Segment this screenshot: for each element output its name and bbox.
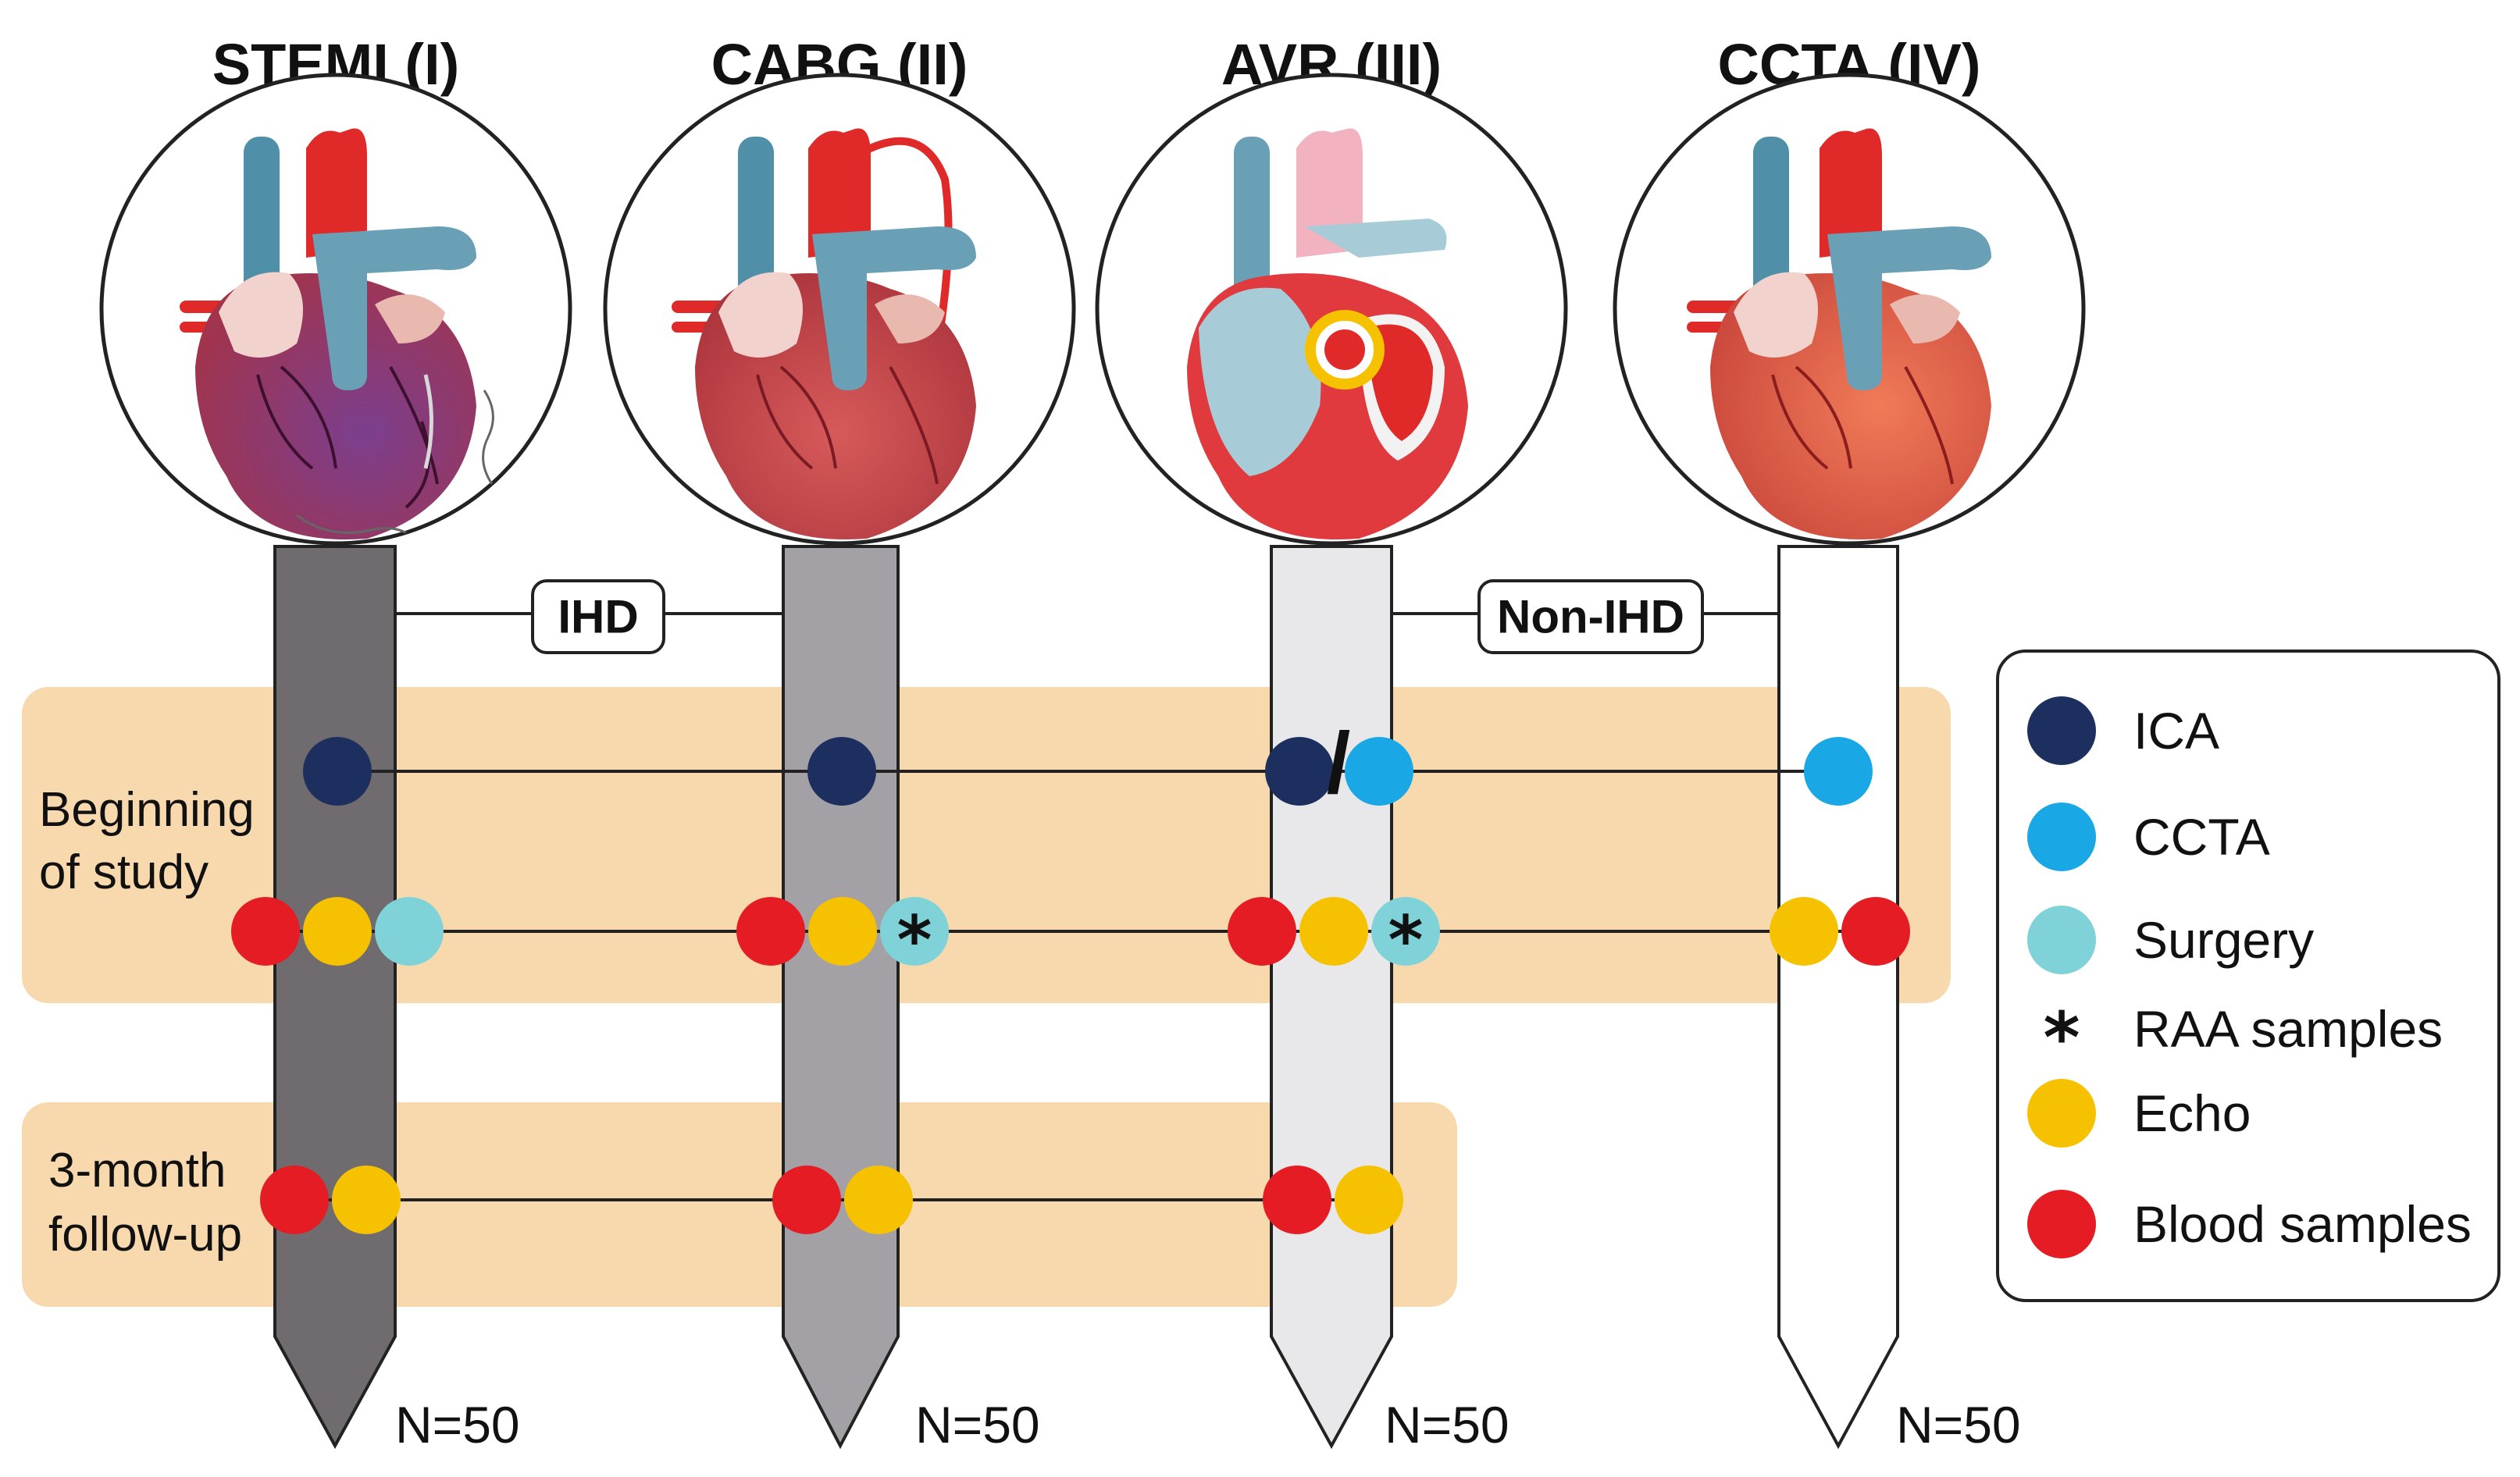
arm-ccta (1777, 545, 1899, 1450)
heart-illustration-avr (1095, 73, 1568, 546)
non-ihd-label-box (1477, 579, 1704, 654)
legend-ccta-label: CCTA (2133, 808, 2270, 866)
legend-surgery-label: Surgery (2133, 911, 2314, 969)
ica-marker-avr (1265, 737, 1334, 806)
n-label-stemi: N=50 (395, 1396, 520, 1454)
ccta-marker-avr (1345, 737, 1413, 806)
legend-raa-label: RAA samples (2133, 1000, 2443, 1058)
n-label-avr: N=50 (1385, 1396, 1510, 1454)
legend-ccta-swatch (2027, 803, 2096, 871)
legend-echo-swatch (2027, 1079, 2096, 1148)
blood-marker-stemi-followup (260, 1166, 329, 1234)
surgery-marker-cabg (880, 897, 949, 966)
echo-marker-cabg-followup (844, 1166, 913, 1234)
heart-illustration-stemi (99, 73, 572, 546)
ccta-marker-ccta (1804, 737, 1873, 806)
follow-up-label: 3-month follow-up (48, 1144, 242, 1262)
follow-up-band (22, 1102, 1457, 1307)
beginning-of-study-label: Beginning of study (39, 783, 268, 899)
heart-illustration-cabg (603, 73, 1076, 546)
blood-marker-cabg-baseline (736, 897, 805, 966)
legend-box (1996, 650, 2500, 1302)
heart-illustration-ccta (1613, 73, 2086, 546)
surgery-marker-avr (1371, 897, 1440, 966)
echo-marker-avr-followup (1335, 1166, 1403, 1234)
echo-marker-avr-baseline (1299, 897, 1368, 966)
legend-surgery-swatch (2027, 906, 2096, 974)
raa-marker-avr: * (1388, 902, 1424, 980)
blood-marker-avr-baseline (1228, 897, 1296, 966)
ica-marker-stemi (303, 737, 372, 806)
ihd-label: IHD (558, 591, 638, 643)
blood-marker-cabg-followup (772, 1166, 841, 1234)
ica-marker-cabg (807, 737, 876, 806)
legend-ica-swatch (2027, 696, 2096, 765)
raa-marker-cabg: * (897, 902, 932, 980)
echo-marker-ccta-baseline (1770, 897, 1838, 966)
legend-echo-label: Echo (2133, 1084, 2251, 1142)
legend-raa-symbol: * (2043, 998, 2080, 1080)
legend-ica-label: ICA (2133, 702, 2219, 760)
arm-stemi (273, 545, 397, 1450)
echo-marker-stemi-followup (332, 1166, 401, 1234)
blood-marker-avr-followup (1263, 1166, 1331, 1234)
blood-marker-ccta-baseline (1841, 897, 1910, 966)
blood-marker-stemi-baseline (231, 897, 300, 966)
arm-avr (1270, 545, 1393, 1450)
echo-marker-cabg-baseline (808, 897, 877, 966)
non-ihd-label: Non-IHD (1497, 591, 1684, 643)
ihd-label-box (531, 579, 665, 654)
arm-cabg (782, 545, 900, 1450)
surgery-marker-stemi (375, 897, 444, 966)
beginning-of-study-band (22, 687, 1951, 1003)
n-label-ccta: N=50 (1896, 1396, 2021, 1454)
legend-blood-swatch (2027, 1190, 2096, 1258)
echo-marker-stemi-baseline (303, 897, 372, 966)
n-label-cabg: N=50 (915, 1396, 1040, 1454)
legend-blood-label: Blood samples (2133, 1195, 2472, 1253)
legend: ICA CCTA Surgery * RAA samples Echo Bloo… (1996, 650, 2500, 1302)
